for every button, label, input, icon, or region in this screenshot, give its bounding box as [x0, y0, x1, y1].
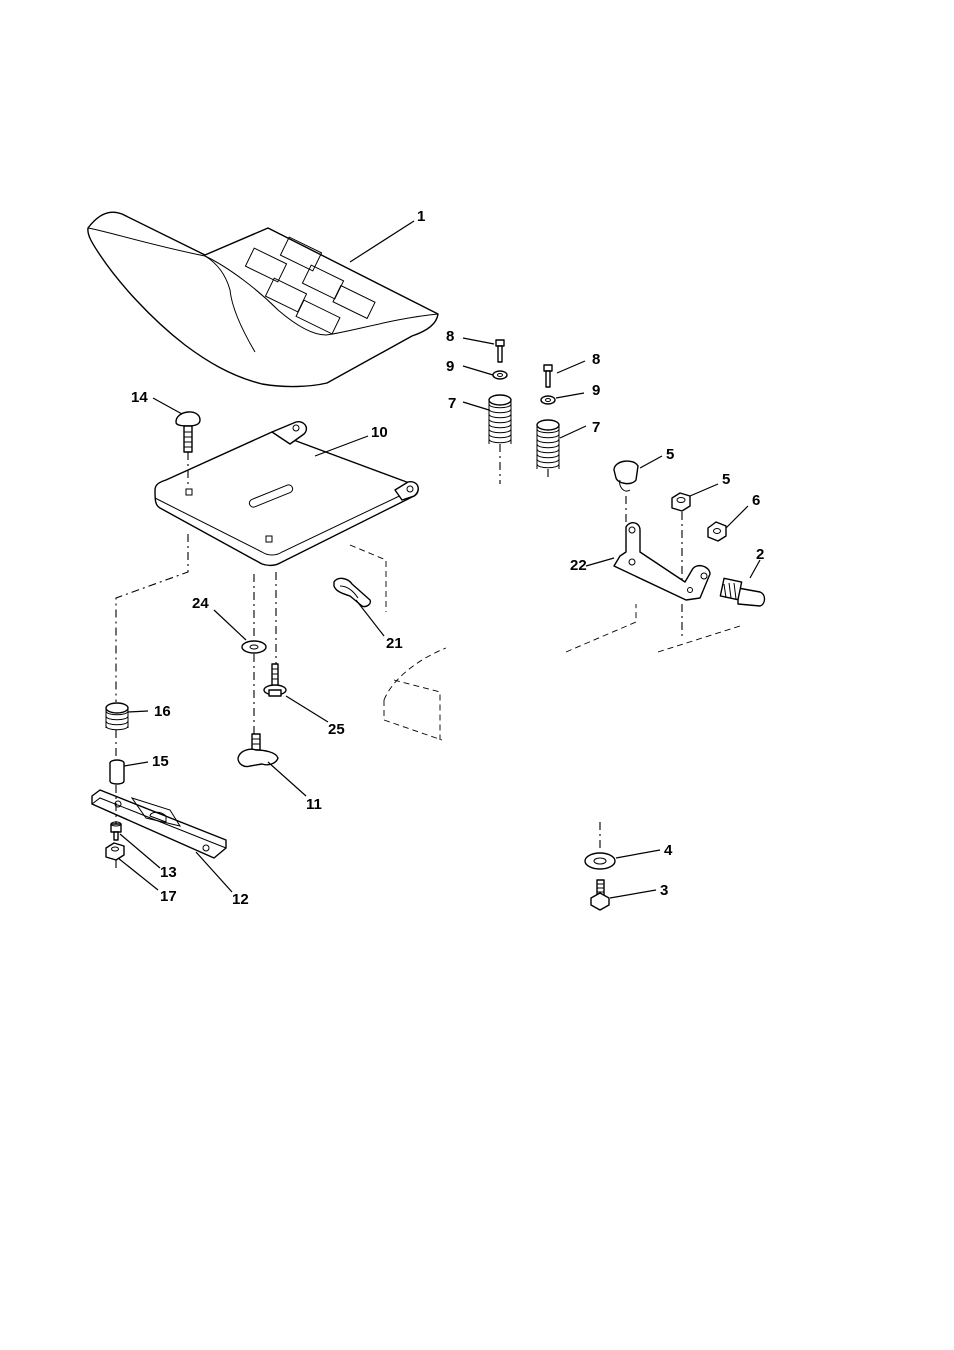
callout-15: 15 [152, 753, 169, 770]
clip-part-5-upper [614, 461, 638, 491]
carriage-bolt-part-14 [176, 412, 200, 452]
callout-22: 6 [752, 492, 760, 509]
nut-part-22 [708, 522, 726, 541]
seat-part-1 [88, 212, 438, 386]
callout-2: 22 [570, 557, 587, 574]
callout-16: 16 [154, 703, 171, 720]
callout-21: 2 [756, 546, 764, 563]
washer-part-24 [242, 641, 266, 653]
callout-25: 25 [328, 721, 345, 738]
callout-5-lower: 21 [386, 635, 403, 652]
spring-part-7-right [537, 420, 559, 469]
callout-11: 11 [306, 796, 322, 813]
callout-8-right: 8 [592, 351, 600, 368]
callout-7-right: 7 [592, 419, 600, 436]
callout-12: 12 [232, 891, 249, 908]
washer-part-9-left [493, 371, 507, 379]
callout-1: 1 [417, 208, 425, 225]
washer-part-9-right [541, 396, 555, 404]
bolt-part-3 [591, 880, 609, 910]
nut-part-6 [672, 493, 690, 511]
clip-part-5-lower [334, 578, 370, 606]
frame-outline [350, 545, 740, 740]
bolt-part-8-left [496, 340, 504, 362]
bolt-part-13 [111, 822, 121, 840]
bracket-part-2 [614, 523, 710, 600]
shoulder-bolt-part-21 [720, 578, 764, 606]
nut-part-17 [106, 843, 124, 860]
callout-8-left: 8 [446, 328, 454, 345]
callout-17: 17 [160, 888, 177, 905]
callout-6: 5 [722, 471, 730, 488]
callout-5-upper: 5 [666, 446, 674, 463]
callout-9-left: 9 [446, 358, 454, 375]
seat-pan-part-10 [155, 422, 418, 566]
knob-part-11 [238, 734, 278, 767]
callout-9-right: 9 [592, 382, 600, 399]
callout-10: 10 [371, 424, 388, 441]
bolt-part-8-right [544, 365, 552, 387]
spacer-part-15 [110, 760, 124, 784]
callout-24: 24 [192, 595, 209, 612]
bolt-part-25 [264, 664, 286, 696]
callout-14: 14 [131, 389, 148, 406]
spring-part-7-left [489, 395, 511, 444]
callout-7-left: 7 [448, 395, 456, 412]
callout-13: 13 [160, 864, 177, 881]
washer-part-4 [585, 853, 615, 869]
callout-3: 3 [660, 882, 668, 899]
callout-4: 4 [664, 842, 673, 859]
spring-part-16 [106, 703, 128, 730]
